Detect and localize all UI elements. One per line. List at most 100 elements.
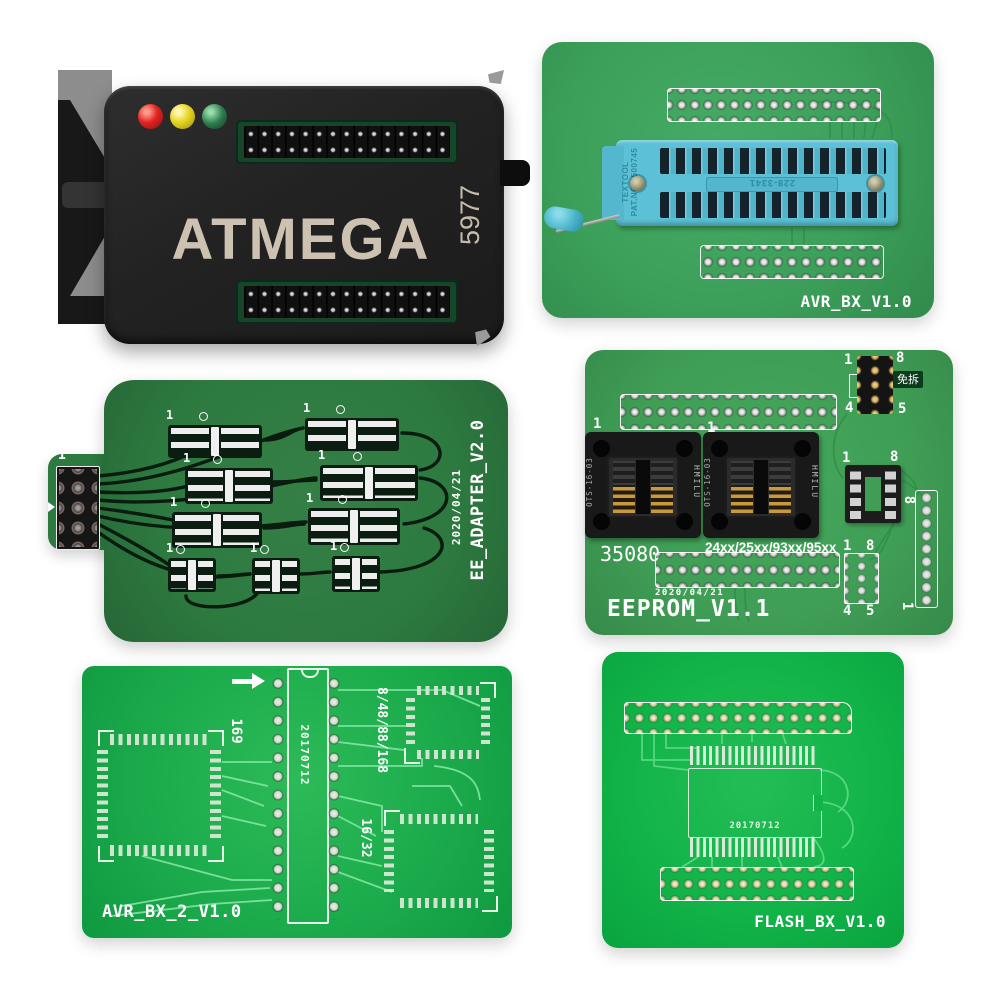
socket-hole: [676, 513, 693, 530]
pin5-label: 5: [898, 401, 907, 417]
qfp-corner: [98, 730, 114, 746]
soic-footprint: 1: [303, 401, 399, 451]
pin-header-bottom: [660, 867, 854, 901]
soic-footprint: 1: [318, 448, 418, 501]
gold-pins: [613, 485, 635, 513]
dip-outline: [287, 668, 329, 924]
grid-pin4-label: 4: [843, 603, 852, 619]
board-date: 2020/04/21: [655, 588, 725, 598]
board-date: 20170712: [729, 821, 781, 831]
dip8-pads: [850, 469, 861, 519]
chip-label-1632: 16/32: [358, 818, 373, 858]
dip8-socket[interactable]: [845, 465, 901, 523]
socket-hole: [794, 440, 811, 457]
socket-hole: [593, 513, 610, 530]
board-ee-adapter: 1 1 1 1 1 1 1 1: [48, 378, 510, 646]
atmega-programmer: ATMEGA 5977: [58, 64, 530, 346]
pin4-label: 4: [845, 400, 854, 416]
pin-header-top: [667, 88, 881, 122]
pin1-marker: 1: [306, 491, 314, 505]
pads: [335, 559, 350, 589]
pin-header-top: [620, 394, 837, 430]
soic-footprint: 1: [166, 408, 262, 458]
zif-model: 228-3341: [748, 178, 796, 188]
pin1-dot: [353, 452, 362, 461]
contacts: [613, 461, 635, 487]
zif-screw-right: [868, 176, 883, 191]
soic-footprint: 1: [183, 451, 273, 504]
socket-brand-text: HMILU: [692, 464, 701, 500]
center-bar: [188, 560, 196, 590]
test-socket-35080[interactable]: OTS-16-03 HMILU: [585, 432, 701, 538]
idc-connector-top: [238, 122, 456, 162]
pads: [171, 428, 209, 455]
no-removal-badge: 免拆: [893, 371, 923, 388]
header-bracket: [849, 374, 857, 398]
socket-module: [725, 456, 797, 518]
pin1-dot: [199, 412, 208, 421]
qfp-corner: [404, 748, 420, 764]
qfp-pads: [484, 830, 494, 892]
device-serial: 5977: [455, 184, 485, 246]
pin1-marker: 1: [166, 541, 174, 555]
led-yellow: [170, 104, 195, 129]
pin1-marker: 1: [303, 401, 311, 415]
idc-socket-8pin: [56, 466, 100, 550]
pin1-dot: [336, 405, 345, 414]
pin1-marker: 1: [330, 539, 338, 553]
board-label: AVR_BX_2_V1.0: [102, 902, 242, 922]
idc-connector-bottom: [238, 282, 456, 322]
socket-hole: [794, 513, 811, 530]
pad-grid-2x4: [844, 553, 879, 604]
pin1-marker: 1: [318, 448, 326, 462]
zif-screw-left: [630, 176, 645, 191]
vertical-pad-column: [915, 490, 938, 608]
pads: [221, 428, 259, 455]
led-green: [202, 104, 227, 129]
board-label: AVR_BX_V1.0: [800, 292, 912, 311]
gold-pins: [731, 485, 753, 513]
gold-pins: [769, 485, 791, 513]
qfp-pads: [210, 750, 221, 840]
pin8-label: 8: [896, 350, 905, 366]
socket-pin1-marker: 1: [707, 420, 716, 436]
socket-hole: [711, 513, 728, 530]
qfp-corner: [208, 730, 224, 746]
board-date: 2020/04/21: [450, 468, 463, 546]
pads: [188, 471, 223, 501]
zif-lever-tab: [602, 146, 624, 220]
qfp-pads: [417, 750, 479, 759]
dip8-pin8-label: 8: [890, 449, 899, 465]
board-label: EE_ADAPTER_V2.0: [468, 419, 488, 581]
qfp-pads: [481, 698, 490, 746]
soic-footprint: 1: [170, 495, 262, 548]
zif-lever-handle[interactable]: [542, 204, 586, 234]
qfp-pads: [406, 698, 415, 746]
board-flash-bx: 20170712 FLASH_BX_V1.0: [602, 652, 904, 948]
test-socket-24xx[interactable]: OTS-16-03 HMILU: [703, 432, 819, 538]
center-bar: [350, 510, 358, 543]
soic-footprint-small: 1: [166, 541, 216, 592]
pin1-dot: [213, 455, 222, 464]
pin1-dot: [340, 543, 349, 552]
pin1-marker: 1: [170, 495, 178, 509]
zif-socket: TEXTOOL PAT.NO 3500745 228-3341: [602, 140, 898, 226]
retainer-clip-top: [488, 70, 504, 84]
qfp-pads: [400, 898, 478, 908]
dip-holes-right: [327, 670, 341, 920]
pin-grid: [244, 126, 450, 158]
contacts: [731, 461, 753, 487]
center-bar: [352, 558, 360, 590]
pin1-label: 1: [844, 352, 853, 368]
socket-holes: [59, 469, 97, 547]
tsop-notch: [813, 795, 823, 811]
qfp-pads: [110, 845, 208, 856]
pads: [311, 511, 348, 542]
pin1-marker: 1: [166, 408, 174, 422]
dip8-pin1-label: 1: [842, 450, 851, 466]
dip8-pads: [885, 469, 896, 519]
pads: [223, 515, 259, 545]
dip-notch: [301, 668, 319, 678]
socket-right-label: 24xx/25xx/93xx/95xx: [705, 540, 837, 555]
